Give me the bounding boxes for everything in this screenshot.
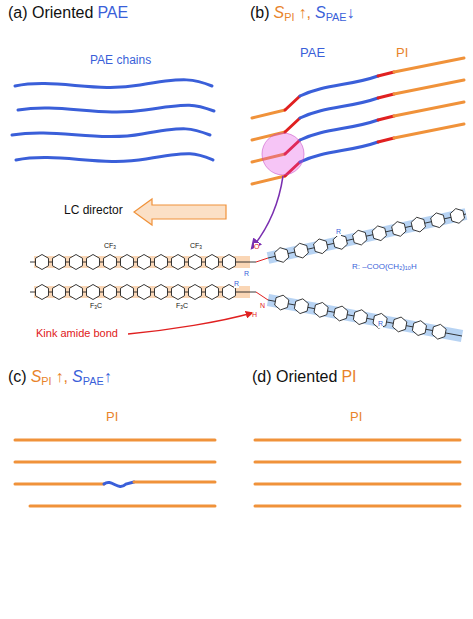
- subscript: PI: [284, 11, 294, 23]
- label-text: H: [252, 311, 257, 318]
- label-group: R: [234, 280, 239, 288]
- label-text: Kink amide bond: [36, 327, 118, 339]
- director-arrow: [134, 199, 226, 225]
- pae-chains: [12, 80, 214, 162]
- label-text: ): [402, 262, 405, 271]
- label-group: R: [378, 320, 383, 328]
- label-group: R: [244, 270, 249, 278]
- label-text: N: [260, 302, 265, 309]
- label-group: LC director: [64, 204, 123, 218]
- label-text: R: [378, 320, 383, 327]
- label-group: CF3: [190, 242, 202, 251]
- label-text: PI: [396, 45, 408, 60]
- label-text: (b): [250, 4, 270, 21]
- label-text: C: [183, 302, 188, 309]
- kink-pointer: [128, 313, 252, 334]
- label-text: PAE: [300, 45, 325, 60]
- label-text: R: [234, 280, 239, 287]
- subscript: PAE: [326, 11, 347, 23]
- label-group: (b)SPI↑,SPAE↓: [250, 4, 355, 23]
- subscript: 3: [199, 245, 202, 250]
- label-group: Kink amide bond: [36, 327, 118, 340]
- highlight-circle: [262, 133, 304, 175]
- label-text: S: [72, 368, 83, 385]
- label-text: PI: [341, 368, 356, 385]
- subscript: 3: [94, 305, 97, 310]
- subscript: PI: [41, 375, 51, 387]
- subscript: 3: [113, 245, 116, 250]
- mixed-chains: [252, 58, 464, 184]
- label-text: F: [176, 302, 180, 309]
- label-group: PI: [350, 410, 362, 425]
- label-group: F3C: [176, 302, 188, 311]
- label-text: (c): [8, 368, 27, 385]
- label-text: PAE chains: [90, 53, 151, 67]
- label-group: (d) OrientedPI: [252, 368, 357, 386]
- label-text: S: [31, 368, 42, 385]
- pi-chains-c: [15, 440, 215, 506]
- label-group: F3C: [90, 302, 102, 311]
- label-text: (d) Oriented: [252, 368, 337, 385]
- label-group: PAE: [300, 46, 325, 61]
- label-text: C: [97, 302, 102, 309]
- label-text: ↓: [347, 4, 355, 21]
- label-group: CF3: [104, 242, 116, 251]
- label-text: CF: [104, 242, 113, 249]
- label-text: PI: [106, 409, 118, 424]
- label-group: R: [336, 228, 341, 236]
- label-text: F: [90, 302, 94, 309]
- zoom-arrow: [252, 176, 283, 248]
- label-text: CF: [190, 242, 199, 249]
- subscript: 3: [180, 305, 183, 310]
- label-text: S: [315, 4, 326, 21]
- label-text: PI: [350, 409, 362, 424]
- label-text: (a) Oriented: [8, 4, 93, 21]
- label-group: H: [252, 311, 257, 319]
- label-text: LC director: [64, 203, 123, 217]
- label-group: (a) OrientedPAE: [8, 4, 128, 22]
- label-group: PI: [396, 46, 408, 61]
- label-text: ↑: [104, 368, 112, 385]
- label-group: O: [254, 243, 259, 251]
- subscript: PAE: [83, 375, 104, 387]
- label-group: N: [260, 302, 265, 310]
- label-group: PAE chains: [90, 54, 151, 68]
- subscript: 2: [399, 265, 402, 271]
- subscript: 10: [405, 265, 411, 271]
- label-group: (c)SPI↑,SPAE↑: [8, 368, 112, 387]
- label-text: ↑,: [56, 368, 68, 385]
- label-text: ↑,: [299, 4, 311, 21]
- label-text: R: [244, 270, 249, 277]
- label-text: R: [336, 228, 341, 235]
- label-text: H: [411, 262, 417, 271]
- label-text: O: [254, 243, 259, 250]
- pi-chains-d: [255, 440, 460, 506]
- label-group: R: –COO(CH2)10H: [352, 262, 417, 272]
- label-text: R: –COO(CH: [352, 262, 399, 271]
- label-text: S: [274, 4, 285, 21]
- label-group: PI: [106, 410, 118, 425]
- chemical-structure: [30, 209, 466, 340]
- label-text: PAE: [97, 4, 128, 21]
